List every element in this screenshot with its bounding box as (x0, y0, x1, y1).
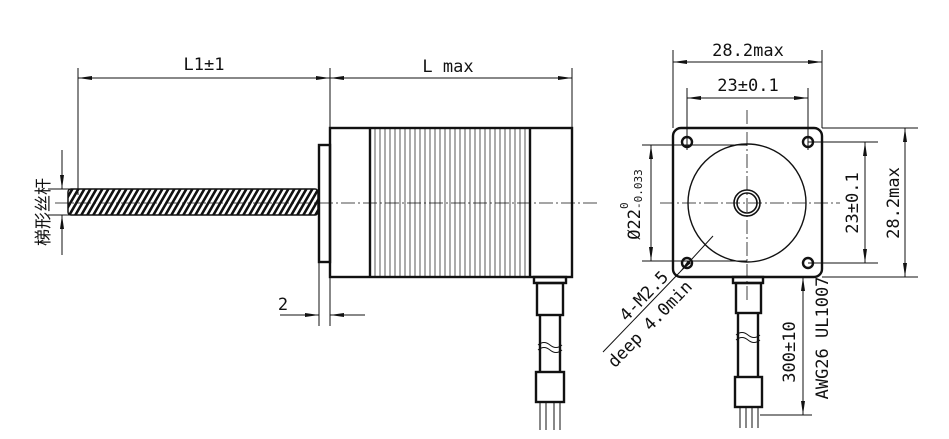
hole-spacing-h-label: 23±0.1 (717, 76, 778, 96)
wire-spec-label: AWG26 UL1007 (813, 277, 833, 400)
height-max-label: 28.2max (884, 167, 904, 239)
l1-dimension-label: L1±1 (184, 55, 225, 75)
flange (317, 143, 332, 264)
motor-body (328, 126, 574, 279)
lead-screw (67, 188, 319, 216)
pilot-diameter-dim: Ø22 0 -0.033 (618, 169, 645, 239)
stator-laminations (374, 129, 526, 276)
l-dimension-label: L max (422, 57, 473, 77)
pilot-tol-lower: -0.033 (632, 169, 645, 209)
lead-length-label: 300±10 (780, 321, 800, 382)
width-max-label: 28.2max (712, 41, 784, 61)
hole-spacing-v-label: 23±0.1 (843, 172, 863, 233)
side-cable (532, 275, 568, 430)
lead-screw-label: 梯形丝杆 (34, 178, 54, 246)
front-view: 28.2max 23±0.1 23±0.1 28.2max Ø (602, 41, 918, 428)
front-cable (731, 275, 765, 428)
pilot-tol-upper: 0 (618, 202, 631, 209)
side-view: L1±1 L max 梯形丝杆 2 (34, 55, 600, 430)
flange-dimension-label: 2 (278, 295, 288, 315)
pilot-diameter-label: Ø22 (625, 209, 645, 240)
